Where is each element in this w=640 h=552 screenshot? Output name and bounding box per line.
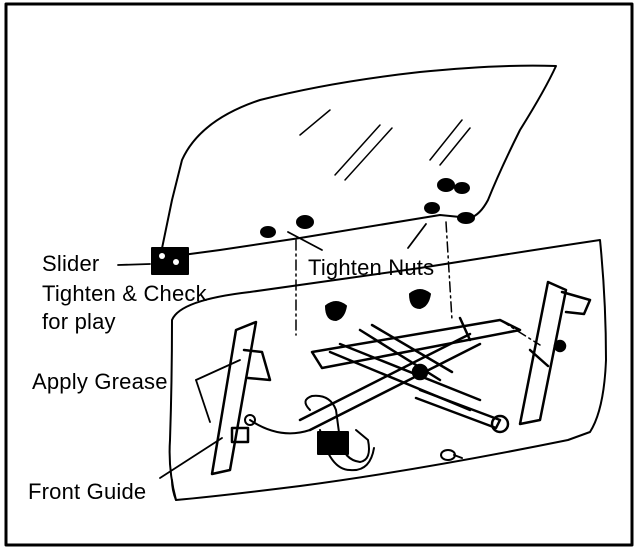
tighten-nuts-label: Tighten Nuts [308,255,435,280]
slider-leader [117,263,151,266]
glass-reflection-lines [299,109,471,181]
rear-guide-rail [518,280,592,426]
front-guide-rail [210,320,272,476]
loose-bolt [440,449,463,461]
for-play-label: for play [42,309,116,334]
regulator-motor [244,394,375,472]
diagram-frame [4,2,634,547]
alignment-lines [295,221,541,346]
regulator-mechanism [298,316,522,434]
apply-grease-label: Apply Grease [32,369,168,394]
door-panel [168,239,607,501]
slider-label: Slider [42,251,100,276]
tighten-nuts-leader-right [407,223,427,249]
window-glass [159,64,557,259]
front-guide-label: Front Guide [28,479,147,504]
door-lower-edge [171,479,177,501]
regulator-nuts [325,289,431,321]
tighten-check-label: Tighten & Check [42,281,207,306]
leader-lines [117,223,427,479]
tighten-nuts-leader-left [287,231,323,251]
grease-leader-1 [195,379,211,423]
grease-leader-2 [195,359,241,381]
front-guide-leader [159,437,223,479]
glass-clips [260,178,475,238]
slider-part [151,247,189,275]
